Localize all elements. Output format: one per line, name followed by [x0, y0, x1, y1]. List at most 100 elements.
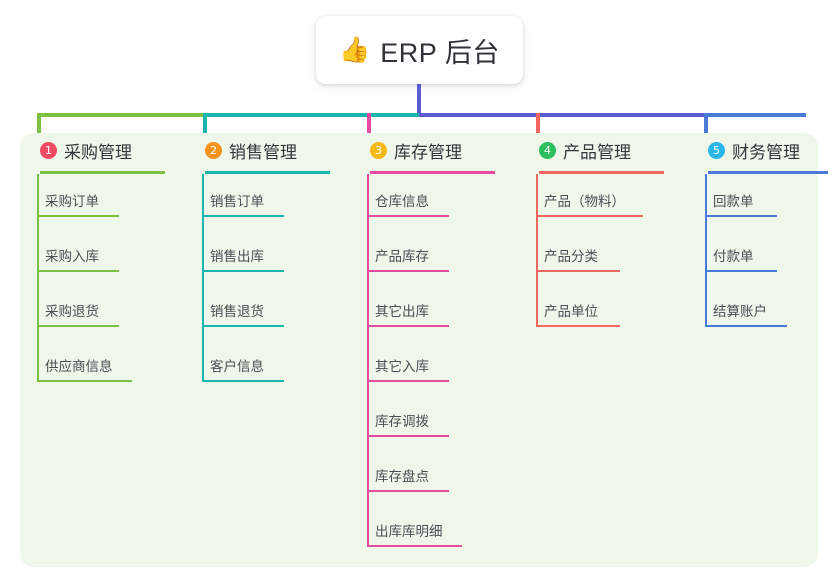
leaf-label: 产品分类 — [544, 249, 598, 264]
leaf-label: 产品单位 — [544, 304, 598, 319]
leaf-rule — [536, 215, 643, 217]
leaf-rule — [536, 270, 620, 272]
branch-badge-1: 1 — [40, 141, 57, 159]
branch-badge-4: 4 — [539, 141, 556, 159]
leaf-rule — [367, 380, 449, 382]
leaf-rule — [202, 215, 284, 217]
leaf-node[interactable]: 仓库信息 — [367, 189, 449, 217]
leaf-rule — [705, 270, 777, 272]
leaf-node[interactable]: 产品单位 — [536, 299, 620, 327]
branch-column-3: 3 库存管理仓库信息产品库存其它出库其它入库库存调拨库存盘点出库库明细 — [350, 133, 495, 547]
root-title: ERP 后台 — [380, 37, 500, 68]
leaf-node[interactable]: 库存盘点 — [367, 464, 449, 492]
leaf-label: 结算账户 — [713, 304, 767, 319]
leaf-rule — [367, 215, 449, 217]
leaf-rule — [705, 325, 787, 327]
leaf-label: 采购订单 — [45, 194, 99, 209]
leaf-node[interactable]: 销售订单 — [202, 189, 284, 217]
leaf-rule — [367, 545, 462, 547]
branch-title-5: 财务管理 — [732, 142, 800, 162]
branch-title-1: 采购管理 — [64, 142, 132, 162]
leaf-node[interactable]: 付款单 — [705, 244, 777, 272]
leaf-label: 仓库信息 — [375, 194, 429, 209]
leaf-node[interactable]: 其它出库 — [367, 299, 449, 327]
seg-col5 — [706, 113, 806, 117]
branch-column-2: 2 销售管理销售订单销售出库销售退货客户信息 — [185, 133, 330, 382]
branch-title-4: 产品管理 — [563, 142, 631, 162]
branch-header-1[interactable]: 1 采购管理 — [20, 133, 132, 167]
branch-header-4[interactable]: 4 产品管理 — [519, 133, 631, 167]
leaf-label: 产品库存 — [375, 249, 429, 264]
branch-column-5: 5 财务管理回款单付款单结算账户 — [688, 133, 828, 327]
leaf-node[interactable]: 销售出库 — [202, 244, 284, 272]
branch-spine-2 — [202, 174, 204, 382]
leaf-node[interactable]: 结算账户 — [705, 299, 787, 327]
leaf-label: 其它出库 — [375, 304, 429, 319]
root-trunk-connector — [417, 84, 421, 116]
root-node[interactable]: 👍 ERP 后台 — [316, 16, 523, 84]
drop-col5 — [704, 113, 708, 145]
leaf-node[interactable]: 客户信息 — [202, 354, 284, 382]
leaf-node[interactable]: 产品分类 — [536, 244, 620, 272]
branch-badge-3: 3 — [370, 141, 387, 159]
leaf-node[interactable]: 采购入库 — [37, 244, 119, 272]
leaf-node[interactable]: 库存调拨 — [367, 409, 449, 437]
branch-badge-2: 2 — [205, 141, 222, 159]
branch-header-3[interactable]: 3 库存管理 — [350, 133, 462, 167]
leaf-label: 销售出库 — [210, 249, 264, 264]
leaf-rule — [367, 435, 449, 437]
seg-col2 — [203, 113, 419, 117]
leaf-label: 产品（物料） — [544, 194, 625, 209]
leaf-rule — [367, 270, 449, 272]
leaf-label: 销售退货 — [210, 304, 264, 319]
thumbs-up-icon: 👍 — [339, 35, 371, 64]
branch-title-3: 库存管理 — [394, 142, 462, 162]
leaf-node[interactable]: 产品库存 — [367, 244, 449, 272]
leaf-rule — [367, 490, 449, 492]
leaf-label: 库存盘点 — [375, 469, 429, 484]
leaf-rule — [202, 270, 284, 272]
leaf-label: 付款单 — [713, 249, 754, 264]
leaf-node[interactable]: 产品（物料） — [536, 189, 643, 217]
branch-spine-5 — [705, 174, 707, 327]
leaf-rule — [37, 215, 119, 217]
leaf-label: 其它入库 — [375, 359, 429, 374]
branch-header-5[interactable]: 5 财务管理 — [688, 133, 800, 167]
leaf-node[interactable]: 回款单 — [705, 189, 777, 217]
branch-header-2[interactable]: 2 销售管理 — [185, 133, 297, 167]
leaf-node[interactable]: 采购订单 — [37, 189, 119, 217]
leaf-rule — [37, 325, 119, 327]
leaf-label: 客户信息 — [210, 359, 264, 374]
leaf-rule — [536, 325, 620, 327]
leaf-label: 库存调拨 — [375, 414, 429, 429]
leaf-rule — [202, 380, 284, 382]
drop-col2 — [203, 113, 207, 145]
branch-spine-4 — [536, 174, 538, 327]
leaf-rule — [202, 325, 284, 327]
leaf-label: 采购入库 — [45, 249, 99, 264]
leaf-rule — [367, 325, 449, 327]
leaf-label: 出库库明细 — [375, 524, 443, 539]
branch-rule-4 — [539, 171, 664, 174]
leaf-label: 回款单 — [713, 194, 754, 209]
branch-rule-3 — [370, 171, 495, 174]
leaf-node[interactable]: 采购退货 — [37, 299, 119, 327]
leaf-label: 采购退货 — [45, 304, 99, 319]
leaf-rule — [705, 215, 777, 217]
branch-spine-1 — [37, 174, 39, 382]
leaf-node[interactable]: 出库库明细 — [367, 519, 462, 547]
leaf-node[interactable]: 其它入库 — [367, 354, 449, 382]
branch-spine-3 — [367, 174, 369, 547]
leaf-node[interactable]: 销售退货 — [202, 299, 284, 327]
leaf-node[interactable]: 供应商信息 — [37, 354, 132, 382]
leaf-rule — [37, 380, 132, 382]
branch-rule-2 — [205, 171, 330, 174]
branch-badge-5: 5 — [708, 141, 725, 159]
branch-title-2: 销售管理 — [229, 142, 297, 162]
drop-col1 — [37, 113, 41, 145]
leaf-label: 销售订单 — [210, 194, 264, 209]
branch-column-4: 4 产品管理产品（物料） 产品分类产品单位 — [519, 133, 664, 327]
branches-panel: 1 采购管理采购订单采购入库采购退货供应商信息 2 销售管理销售订单销售出库销售退货客… — [20, 133, 828, 567]
seg-col1 — [37, 113, 203, 117]
